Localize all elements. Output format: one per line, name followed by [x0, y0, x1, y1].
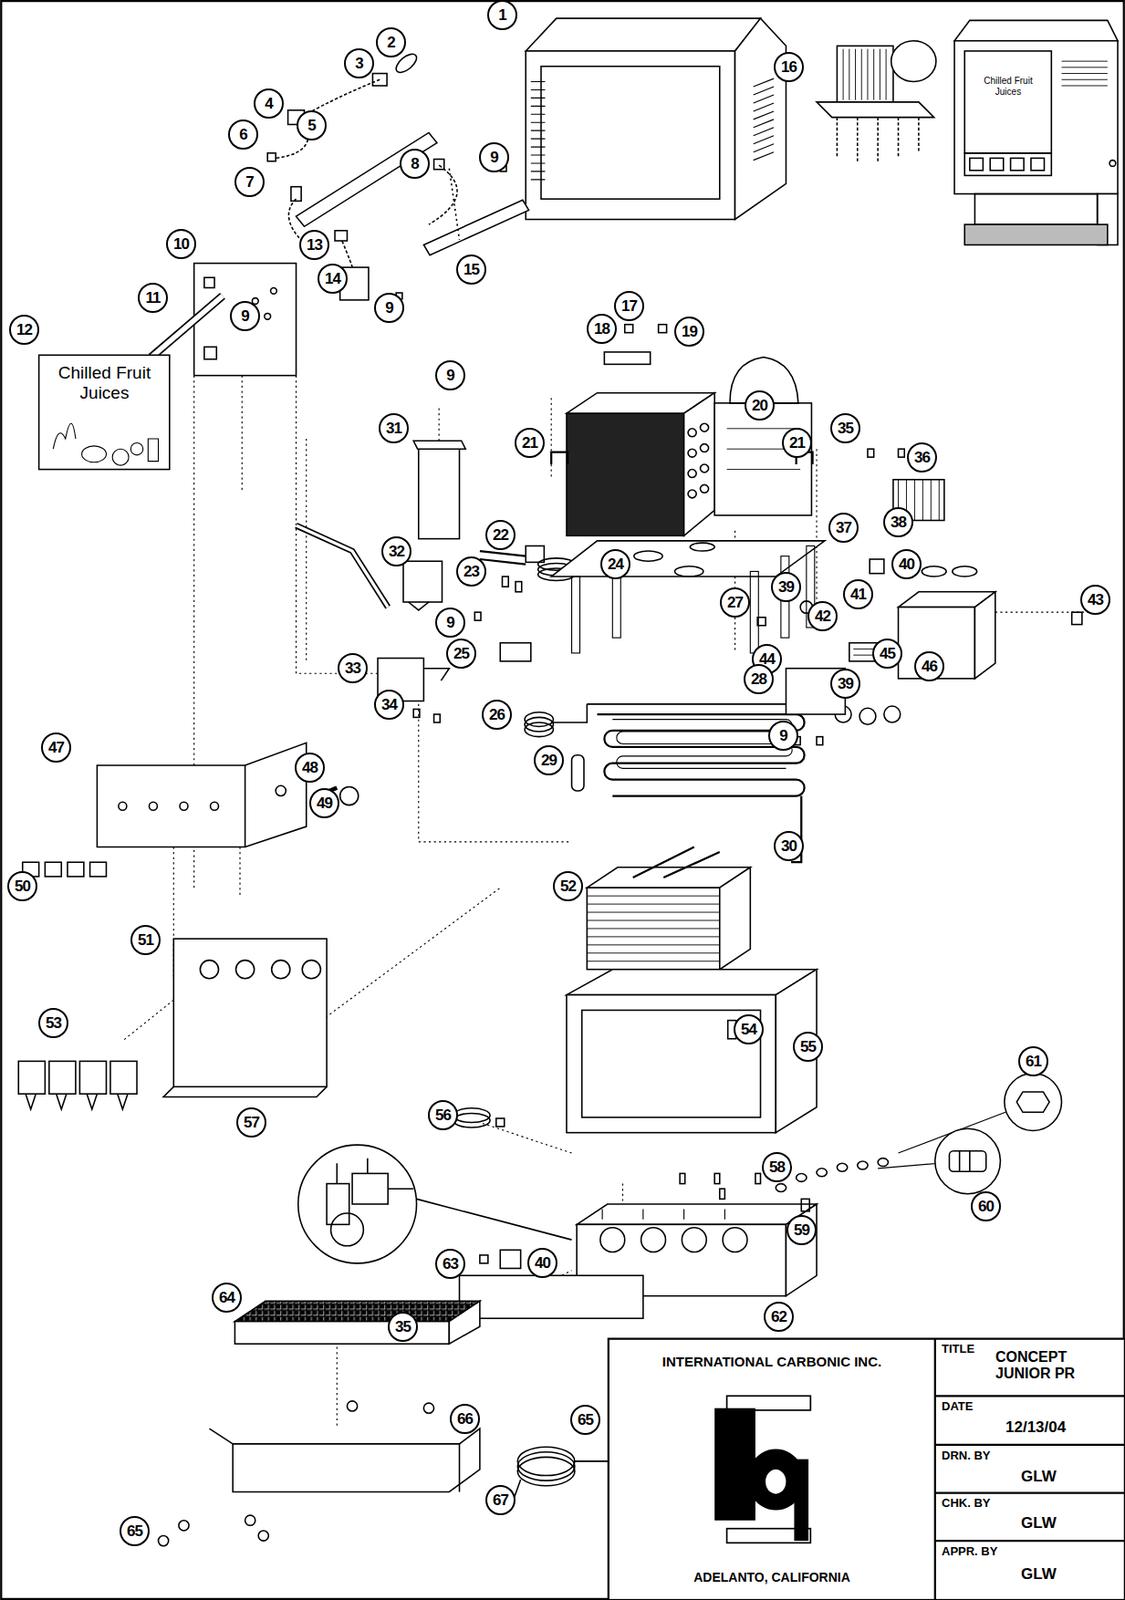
callout-number: 9 — [768, 720, 799, 751]
callout-number: 20 — [744, 390, 775, 421]
callout-number: 13 — [299, 229, 330, 261]
callout-number: 42 — [807, 601, 838, 632]
field-value: 12/13/04 — [1005, 1418, 1118, 1438]
callout-number: 12 — [9, 314, 40, 345]
callout-number: 32 — [381, 536, 412, 567]
callout-number: 47 — [41, 732, 72, 763]
callout-number: 11 — [137, 282, 168, 313]
callout-number: 28 — [743, 664, 774, 695]
callout-number: 31 — [378, 413, 409, 444]
callout-number: 51 — [130, 925, 161, 956]
field-value: GLW — [1020, 1565, 1104, 1584]
callout-number: 5 — [296, 110, 327, 141]
drawing-title: CONCEPT JUNIOR PR — [995, 1349, 1110, 1384]
field-label: TITLE — [941, 1343, 1003, 1357]
callout-number: 10 — [166, 229, 197, 260]
callout-number: 33 — [337, 653, 368, 684]
callout-number: 57 — [236, 1107, 267, 1138]
callout-number: 36 — [906, 442, 938, 473]
field-value: GLW — [1020, 1514, 1104, 1533]
callout-number: 43 — [1080, 584, 1111, 615]
callout-number: 30 — [773, 831, 804, 862]
callout-number: 50 — [7, 871, 38, 902]
callout-number: 3 — [343, 48, 375, 79]
callout-number: 8 — [399, 148, 430, 179]
callout-number: 23 — [456, 556, 487, 587]
callout-number: 7 — [234, 166, 265, 198]
callout-number: 58 — [761, 1152, 792, 1183]
callout-number: 9 — [229, 301, 261, 332]
callout-number: 65 — [570, 1405, 601, 1436]
callout-number: 66 — [449, 1404, 480, 1435]
panel-text: Chilled Fruit Juices — [47, 363, 162, 404]
callout-number: 39 — [770, 572, 802, 603]
callout-number: 48 — [294, 752, 325, 783]
callout-number: 54 — [733, 1014, 764, 1045]
field-label: APPR. BY — [941, 1545, 1024, 1560]
callout-number: 25 — [446, 638, 477, 669]
callout-number: 1 — [487, 0, 518, 31]
callout-number: 9 — [479, 142, 510, 173]
company-location: ADELANTO, CALIFORNIA — [618, 1570, 926, 1585]
callout-number: 67 — [485, 1485, 516, 1516]
callout-number: 52 — [552, 871, 584, 902]
company-name: INTERNATIONAL CARBONIC INC. — [618, 1354, 926, 1370]
field-label: CHK. BY — [941, 1497, 1024, 1511]
callout-number: 60 — [970, 1191, 1001, 1222]
callout-number: 62 — [763, 1302, 794, 1333]
callout-number: 38 — [883, 507, 914, 538]
callout-number: 56 — [427, 1100, 459, 1131]
callout-number: 37 — [828, 512, 859, 543]
field-label: DATE — [941, 1400, 1003, 1415]
callout-number: 24 — [600, 549, 631, 580]
callout-number: 21 — [514, 427, 545, 459]
callout-number: 41 — [843, 579, 874, 610]
callout-number: 19 — [674, 316, 705, 347]
callout-number: 61 — [1018, 1046, 1049, 1077]
callout-number: 17 — [614, 291, 645, 322]
callout-number: 2 — [375, 27, 407, 58]
callout-number: 45 — [872, 638, 903, 669]
callout-number: 34 — [374, 689, 405, 720]
callout-number: 6 — [228, 119, 259, 150]
callout-number: 9 — [435, 360, 466, 391]
callout-number: 40 — [891, 549, 922, 580]
callout-number: 55 — [792, 1031, 823, 1063]
callout-number: 40 — [527, 1248, 558, 1279]
field-label: DRN. BY — [941, 1449, 1024, 1464]
callout-number: 9 — [435, 607, 466, 638]
callout-number: 59 — [786, 1215, 817, 1246]
callout-number: 26 — [481, 699, 512, 730]
callout-number: 35 — [830, 413, 861, 444]
callout-number: 63 — [435, 1249, 466, 1280]
callout-number: 29 — [533, 745, 564, 776]
callout-number: 35 — [387, 1312, 418, 1343]
display-text: Chilled Fruit Juices — [975, 75, 1042, 97]
callout-number: 39 — [830, 668, 861, 699]
callout-number: 21 — [781, 427, 813, 459]
callout-number: 14 — [317, 263, 348, 294]
callout-number: 18 — [586, 313, 617, 344]
callout-number: 49 — [309, 788, 340, 819]
callout-number: 22 — [485, 520, 516, 551]
callout-number: 46 — [914, 651, 945, 682]
callout-number: 16 — [773, 52, 804, 83]
callout-number: 4 — [253, 88, 284, 119]
callout-number: 9 — [374, 292, 405, 323]
callout-number: 15 — [456, 254, 487, 285]
callout-number: 65 — [119, 1516, 150, 1547]
callout-number: 27 — [719, 587, 750, 618]
callout-number: 53 — [38, 1008, 69, 1039]
field-value: GLW — [1020, 1468, 1104, 1487]
callout-number: 64 — [211, 1282, 242, 1313]
